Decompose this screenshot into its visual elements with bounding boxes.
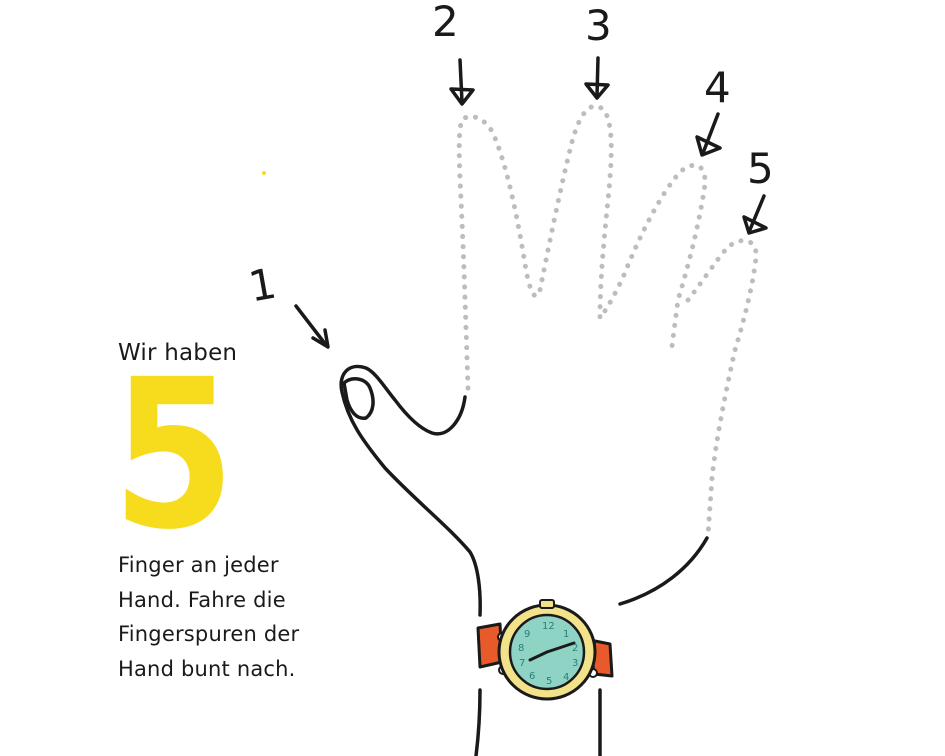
thumb-nail <box>342 377 375 420</box>
finger-label-2: 2 <box>432 0 459 46</box>
big-number-five: 5 <box>112 335 236 575</box>
svg-text:4: 4 <box>563 672 569 683</box>
arrow-icon <box>695 112 722 157</box>
svg-text:2: 2 <box>572 643 578 654</box>
finger-trace-outline <box>456 103 759 538</box>
svg-text:7: 7 <box>519 658 525 669</box>
instruction-line: Fingerspuren der <box>118 622 300 646</box>
svg-text:12: 12 <box>542 621 555 632</box>
intro-text: Wir haben <box>118 340 238 366</box>
arrow-icon <box>294 304 330 349</box>
svg-text:5: 5 <box>546 676 552 687</box>
instruction-line: Hand. Fahre die <box>118 587 286 612</box>
finger-label-3: 3 <box>585 1 612 50</box>
instruction-line: Hand bunt nach. <box>118 656 296 681</box>
svg-text:8: 8 <box>518 643 524 654</box>
arrow-icon <box>742 194 768 235</box>
hand-outline-right <box>598 536 709 756</box>
finger-label-4: 4 <box>704 63 731 112</box>
svg-text:1: 1 <box>563 629 569 640</box>
finger-label-5: 5 <box>747 144 774 193</box>
svg-text:3: 3 <box>572 658 578 669</box>
arrow-icon <box>449 58 475 106</box>
hand-outline-icon <box>339 364 482 756</box>
svg-text:9: 9 <box>524 629 530 640</box>
svg-text:6: 6 <box>529 671 535 682</box>
wristwatch-icon: 12 1 2 3 4 5 6 7 8 9 <box>476 599 614 701</box>
arrow-icon <box>584 56 610 100</box>
instruction-text: Finger an jeder Hand. Fahre die Fingersp… <box>118 548 348 686</box>
finger-label-1: 1 <box>245 259 280 312</box>
instruction-line: Finger an jeder <box>118 553 279 577</box>
yellow-dot <box>262 171 266 175</box>
